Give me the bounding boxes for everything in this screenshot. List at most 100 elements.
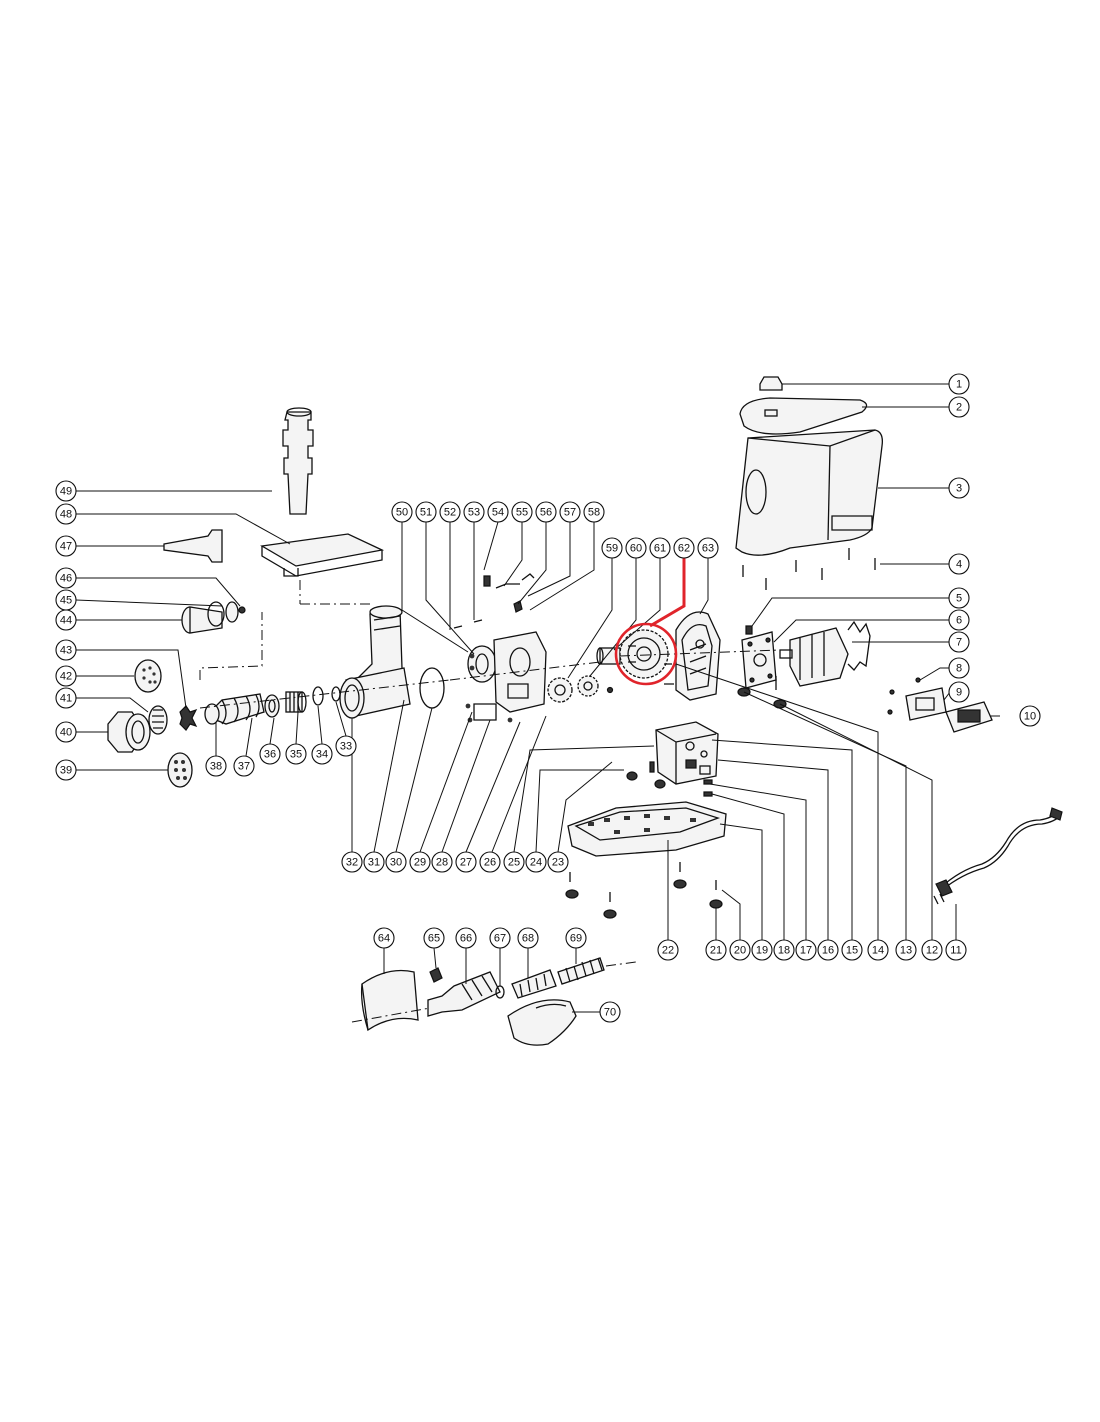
- highlight-ring: [614, 622, 678, 686]
- callout-circle: [285, 743, 307, 765]
- callout-68: 68: [517, 927, 539, 949]
- callout-39: 39: [55, 759, 77, 781]
- callout-41: 41: [55, 687, 77, 709]
- callout-20: 20: [729, 939, 751, 961]
- callout-43: 43: [55, 639, 77, 661]
- callout-30: 30: [385, 851, 407, 873]
- callout-circle: [948, 373, 970, 395]
- callout-circle: [373, 927, 395, 949]
- callout-circle: [55, 639, 77, 661]
- callout-label: 33: [340, 741, 352, 753]
- callout-42: 42: [55, 665, 77, 687]
- callout-label: 6: [956, 615, 962, 627]
- callout-37: 37: [233, 755, 255, 777]
- callout-label: 50: [396, 507, 408, 519]
- callout-circle: [503, 851, 525, 873]
- callout-label: 24: [530, 857, 542, 869]
- callout-label: 51: [420, 507, 432, 519]
- power-cord-part: [933, 807, 1063, 905]
- leader-lines: [75, 383, 1000, 1013]
- motor-part: [779, 620, 871, 687]
- callout-circle: [455, 927, 477, 949]
- callout-label: 19: [756, 945, 768, 957]
- callout-label: 47: [60, 541, 72, 553]
- callout-12: 12: [921, 939, 943, 961]
- callout-label: 23: [552, 857, 564, 869]
- callout-label: 40: [60, 727, 72, 739]
- callout-label: 35: [290, 749, 302, 761]
- callout-circle: [657, 939, 679, 961]
- callout-70: 70: [599, 1001, 621, 1023]
- callout-31: 31: [363, 851, 385, 873]
- callout-circle: [525, 851, 547, 873]
- small-gear-part: [547, 677, 573, 703]
- top-button-part: [759, 376, 783, 391]
- callout-circle: [55, 665, 77, 687]
- callout-circle: [948, 396, 970, 418]
- callout-circle: [867, 939, 889, 961]
- callout-label: 62: [678, 543, 690, 555]
- callout-label: 25: [508, 857, 520, 869]
- callout-1: 1: [948, 373, 970, 395]
- gearbox-rear-housing-part: [675, 611, 721, 701]
- callout-label: 1: [956, 379, 962, 391]
- callout-label: 9: [956, 687, 962, 699]
- callout-label: 2: [956, 402, 962, 414]
- callout-label: 13: [900, 945, 912, 957]
- large-drive-gear-part: [619, 629, 669, 679]
- callout-circle: [795, 939, 817, 961]
- callout-label: 36: [264, 749, 276, 761]
- callout-label: 43: [60, 645, 72, 657]
- cutting-plate-coarse-part: [167, 752, 193, 788]
- juicer-knob-part: [429, 967, 443, 983]
- callout-label: 56: [540, 507, 552, 519]
- callout-34: 34: [311, 743, 333, 765]
- callout-circle: [205, 755, 227, 777]
- callout-36: 36: [259, 743, 281, 765]
- callout-9: 9: [948, 681, 970, 703]
- gear-coupling-part: [285, 691, 307, 713]
- callout-label: 54: [492, 507, 504, 519]
- callout-circle: [948, 681, 970, 703]
- callout-label: 68: [522, 933, 534, 945]
- callout-52: 52: [439, 501, 461, 523]
- callout-label: 20: [734, 945, 746, 957]
- callout-circle: [705, 939, 727, 961]
- callout-label: 58: [588, 507, 600, 519]
- callout-label: 32: [346, 857, 358, 869]
- callout-label: 27: [460, 857, 472, 869]
- callout-circle: [55, 535, 77, 557]
- callout-59: 59: [601, 537, 623, 559]
- callout-circle: [729, 939, 751, 961]
- callout-label: 30: [390, 857, 402, 869]
- callout-label: 8: [956, 663, 962, 675]
- callout-label: 46: [60, 573, 72, 585]
- callout-label: 53: [468, 507, 480, 519]
- seal-ring-part: [264, 694, 280, 718]
- callout-49: 49: [55, 480, 77, 502]
- callout-label: 39: [60, 765, 72, 777]
- callout-label: 67: [494, 933, 506, 945]
- callout-10: 10: [1019, 705, 1041, 727]
- callout-label: 4: [956, 559, 962, 571]
- head-gasket-part: [419, 667, 445, 709]
- control-board-part: [649, 721, 719, 797]
- callout-33: 33: [335, 735, 357, 757]
- callout-circle: [547, 851, 569, 873]
- callout-label: 45: [60, 595, 72, 607]
- callout-label: 63: [702, 543, 714, 555]
- callout-55: 55: [511, 501, 533, 523]
- callout-label: 14: [872, 945, 884, 957]
- auger-part: [204, 693, 265, 725]
- callout-62: 62: [673, 537, 695, 559]
- callout-66: 66: [455, 927, 477, 949]
- callout-label: 17: [800, 945, 812, 957]
- callout-circle: [489, 927, 511, 949]
- motor-housing-part: [735, 429, 883, 556]
- callout-circle: [233, 755, 255, 777]
- callout-label: 41: [60, 693, 72, 705]
- callout-58: 58: [583, 501, 605, 523]
- highlight-leader: [649, 554, 686, 628]
- callout-61: 61: [649, 537, 671, 559]
- callout-circle: [895, 939, 917, 961]
